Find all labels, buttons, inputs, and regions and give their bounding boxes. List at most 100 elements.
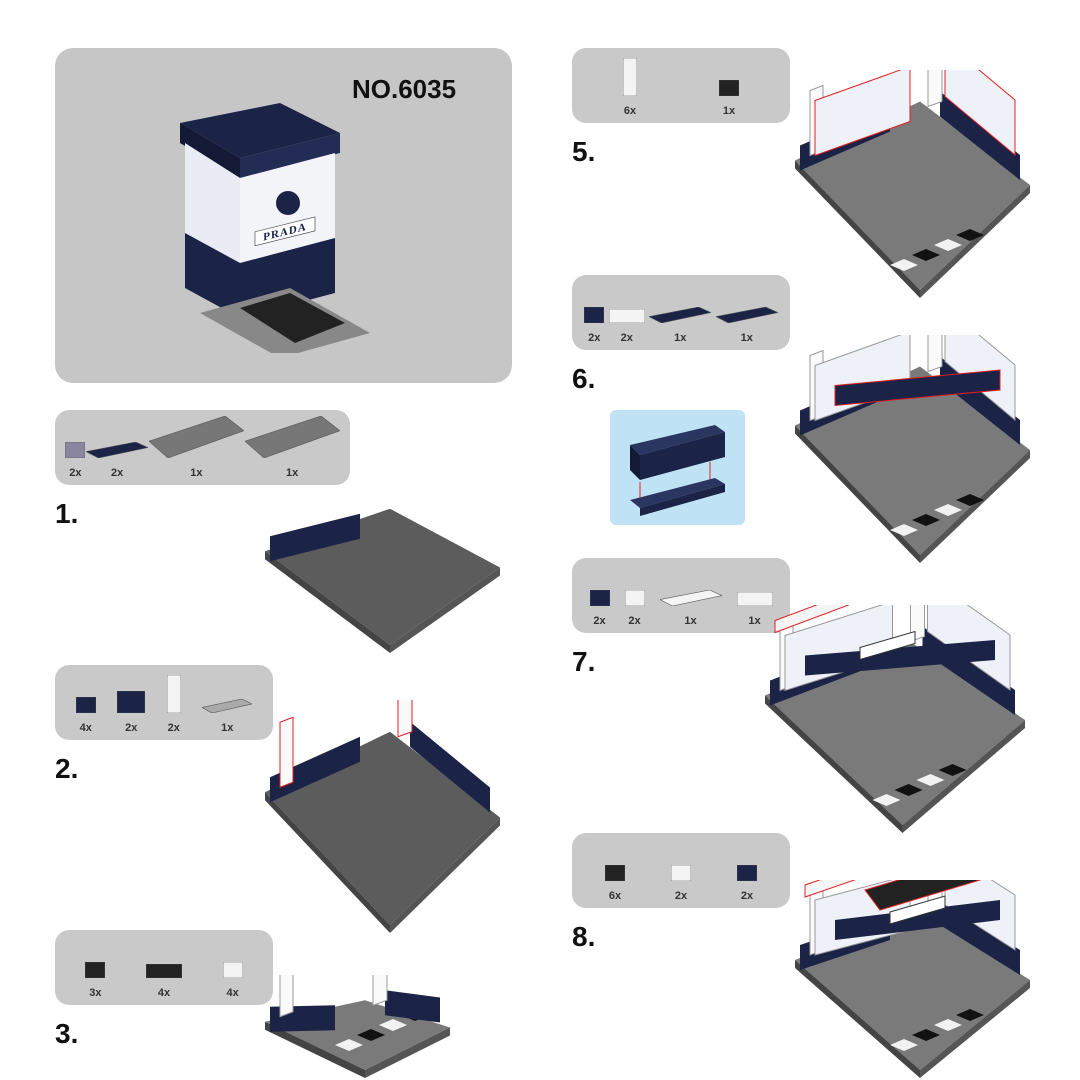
part-quantity: 2x <box>674 890 688 902</box>
part-quantity: 4x <box>79 722 92 734</box>
white-column <box>927 70 943 108</box>
part-item: 1x <box>648 306 713 344</box>
part-item: 2x <box>583 306 605 344</box>
floor-tile <box>912 1029 940 1041</box>
part-quantity: 2x <box>628 615 641 627</box>
step-5-number: 5. <box>572 136 596 167</box>
part-quantity: 1x <box>740 332 753 344</box>
base-plate-edge <box>265 551 390 653</box>
step-1-number: 1. <box>55 498 79 529</box>
black-slope-part-icon <box>604 864 626 886</box>
right-wall <box>410 721 490 813</box>
white-clip-part-icon <box>670 864 692 886</box>
white-column <box>397 700 413 738</box>
part-item: 6x <box>604 864 626 902</box>
part-item: 4x <box>222 961 243 999</box>
base-plate-edge <box>265 1021 365 1078</box>
white-plate-small-part-icon <box>624 589 645 611</box>
part-quantity: 1x <box>684 615 697 627</box>
sign-plate <box>889 895 946 925</box>
part-item: 4x <box>75 696 97 734</box>
part-quantity: 6x <box>608 890 622 902</box>
part-quantity: 3x <box>89 987 102 999</box>
step-5-build-illustration <box>795 70 1030 298</box>
step-6-build-illustration <box>795 335 1030 563</box>
part-quantity: 6x <box>623 105 637 117</box>
part-quantity: 1x <box>190 467 203 479</box>
floor-tile <box>934 504 962 516</box>
part-quantity: 2x <box>111 467 124 479</box>
right-wall <box>940 91 1020 180</box>
white-column <box>279 975 294 1018</box>
black-grille-part-icon <box>718 79 740 101</box>
base-plate-edge <box>795 960 920 1078</box>
white-window-part-icon <box>622 57 638 101</box>
part-item: 2x <box>608 308 646 344</box>
beam <box>805 640 995 676</box>
navy-brick-1x1-part-icon <box>583 306 605 328</box>
black-slope-part-icon <box>85 961 106 983</box>
base-plate <box>265 731 500 925</box>
step-2-parts-panel: 4x 2x 2x 1x <box>55 665 273 740</box>
part-quantity: 2x <box>125 722 138 734</box>
part-quantity: 2x <box>740 890 754 902</box>
base-plate-edge <box>920 450 1030 563</box>
white-top-plate <box>804 880 856 898</box>
shop-sign <box>254 216 316 247</box>
part-item: 1x <box>718 79 740 117</box>
black-plate-part-icon <box>145 963 183 983</box>
part-quantity: 1x <box>722 105 736 117</box>
floor-tile <box>938 764 967 776</box>
subassembly-illustration <box>630 425 725 516</box>
white-column <box>372 975 388 1006</box>
right-wall <box>385 990 440 1023</box>
lavender-small-part-icon <box>65 441 86 463</box>
floor-tile <box>890 1039 918 1051</box>
part-item: 2x <box>624 589 645 627</box>
awning <box>864 880 981 911</box>
navy-tile-small-part-icon <box>589 589 610 611</box>
part-quantity: 1x <box>748 615 761 627</box>
part-quantity: 1x <box>286 467 299 479</box>
step-8-parts-panel: 6x 2x 2x <box>572 833 790 908</box>
base-plate-edge <box>920 980 1030 1078</box>
part-item: 6x <box>622 57 638 117</box>
white-tile-part-icon <box>222 961 243 983</box>
base-plate-edge <box>795 160 920 298</box>
step-2-number: 2. <box>55 753 79 784</box>
floor-tile <box>956 494 984 506</box>
part-quantity: 2x <box>167 722 180 734</box>
lightgray-tile-part-icon <box>201 698 254 718</box>
navy-brick-long-part-icon <box>648 306 713 328</box>
part-item: 2x <box>116 690 146 734</box>
white-plate-part-icon <box>608 308 646 328</box>
floor-tile <box>872 794 901 806</box>
model-number: NO.6035 <box>352 74 457 104</box>
step-6-number: 6. <box>572 363 596 394</box>
part-item: 1x <box>658 589 723 627</box>
part-item: 1x <box>201 698 254 734</box>
white-tile-long-part-icon <box>658 589 723 611</box>
floor-tile <box>890 524 918 536</box>
part-item: 2x <box>85 441 150 479</box>
part-quantity: 1x <box>221 722 234 734</box>
part-item: 1x <box>714 306 779 344</box>
base-plate-edge <box>390 817 500 933</box>
white-column-part-icon <box>166 674 182 718</box>
sign-plate <box>859 630 916 661</box>
base-plate-edge <box>765 695 903 833</box>
base-plate-edge <box>265 792 390 933</box>
navy-brick-1x1-part-icon <box>75 696 97 718</box>
floor-tile <box>335 1039 363 1051</box>
navy-round-part-icon <box>736 864 758 886</box>
left-wall <box>270 736 360 803</box>
part-quantity: 4x <box>157 987 171 999</box>
step-5-parts-panel: 6x 1x <box>572 48 790 123</box>
base-plate <box>795 366 1030 555</box>
step-3-parts-panel: 3x 4x 4x <box>55 930 273 1005</box>
base-plate-edge <box>365 1027 450 1078</box>
navy-plate-long-part-icon <box>85 441 150 463</box>
part-item: 1x <box>244 415 341 479</box>
floor-tile <box>379 1019 407 1031</box>
